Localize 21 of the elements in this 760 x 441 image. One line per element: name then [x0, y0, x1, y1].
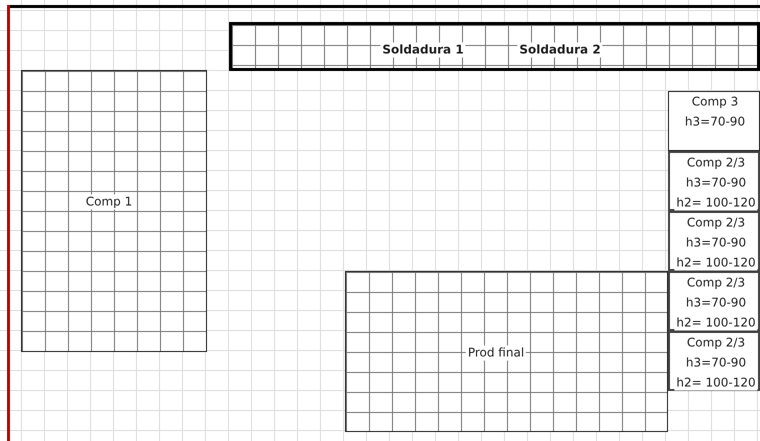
- slot-label: h2= 100-120: [674, 256, 758, 270]
- component-slot: [668, 91, 760, 151]
- slot-label: Comp 2/3: [684, 216, 748, 230]
- slot-label: Comp 2/3: [684, 156, 748, 170]
- component-slot: [668, 211, 760, 271]
- component-area: [21, 70, 207, 352]
- slot-label: h2= 100-120: [674, 316, 758, 330]
- product-area: [345, 271, 668, 432]
- area-label: Prod final: [466, 346, 526, 360]
- slot-label: Comp 3: [690, 94, 740, 110]
- slot-label: h2= 100-120: [674, 196, 758, 210]
- slot-label: Comp 2/3: [684, 336, 748, 350]
- slot-label: Comp 2/3: [684, 276, 748, 290]
- component-slot: [668, 151, 760, 211]
- station-label: Soldadura 2: [517, 42, 603, 58]
- welding-station: [229, 22, 760, 71]
- area-label: Comp 1: [84, 194, 134, 210]
- station-label: Soldadura 1: [380, 42, 466, 58]
- component-slot: [668, 331, 760, 391]
- component-slot: [668, 271, 760, 331]
- slot-label: h2= 100-120: [674, 376, 758, 390]
